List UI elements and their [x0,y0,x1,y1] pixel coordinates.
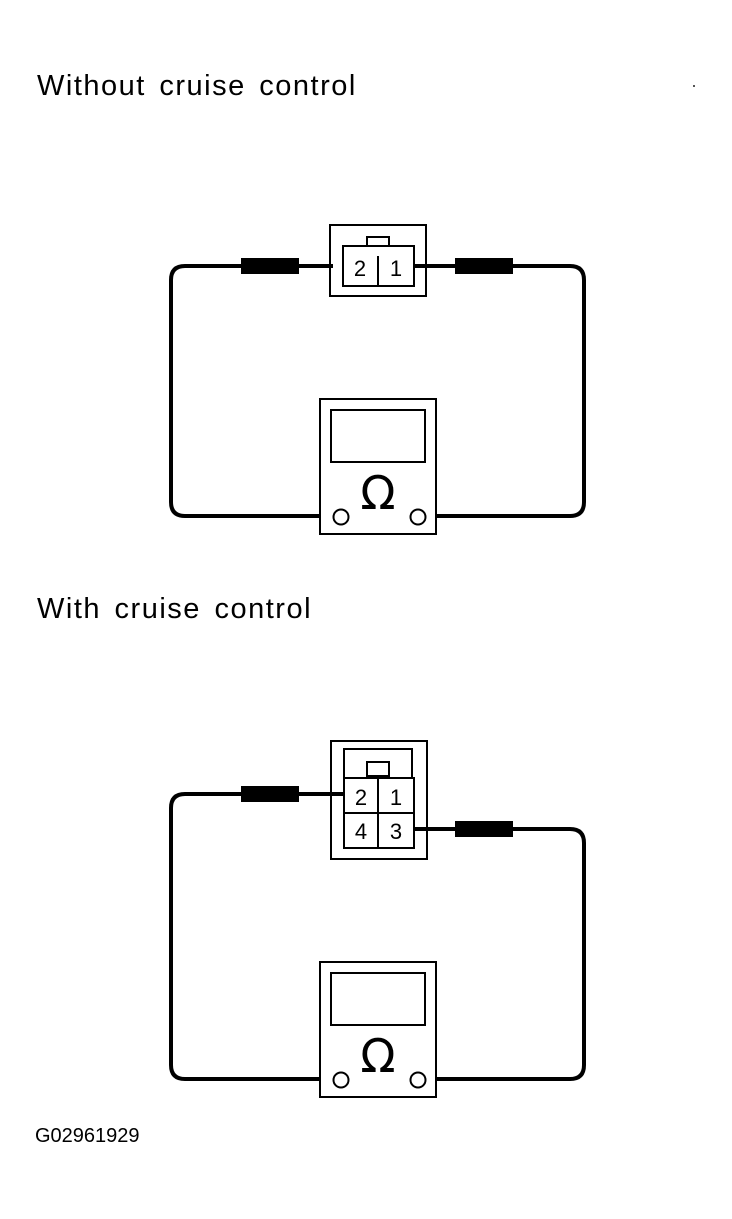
probe-grip-right [455,258,513,274]
connector-pin-3: 3 [390,819,402,844]
diagram-with-cruise: 2 1 4 3 Ω [169,740,586,1098]
test-lead-left [169,264,333,518]
connector-2pin: 2 1 [329,224,427,297]
meter-terminal-right [409,1071,427,1089]
connector-pin-2: 2 [354,256,366,281]
test-lead-left [169,792,345,1081]
ohmmeter: Ω [319,961,437,1098]
figure-code: G02961929 [35,1125,140,1147]
connector-pin-4: 4 [355,819,367,844]
connector-shell-top [343,748,413,778]
scan-speck [693,85,695,87]
connector-pin-1: 1 [390,256,402,281]
connector-lock-tab [366,761,390,777]
ohmmeter-display [330,972,426,1026]
ohmmeter: Ω [319,398,437,535]
ohm-symbol: Ω [360,1029,395,1083]
probe-grip-left [241,786,299,802]
diagram-without-cruise: 2 1 Ω [169,224,586,535]
probe-grip-right [455,821,513,837]
test-lead-right [413,827,586,1081]
connector-4pin: 2 1 4 3 [330,740,428,860]
meter-terminal-left [332,1071,350,1089]
meter-terminal-left [332,508,350,526]
connector-lock-tab [366,236,390,247]
test-lead-right [414,264,586,518]
meter-terminal-right [409,508,427,526]
ohm-symbol: Ω [360,466,395,520]
connector-pin-2: 2 [355,785,367,810]
section-title-without-cruise: Without cruise control [37,70,357,102]
connector-outer-housing [330,740,428,860]
section-title-with-cruise: With cruise control [37,593,313,625]
connector-outer-housing [329,224,427,297]
probe-grip-left [241,258,299,274]
connector-pin-1: 1 [390,785,402,810]
ohmmeter-display [330,409,426,463]
